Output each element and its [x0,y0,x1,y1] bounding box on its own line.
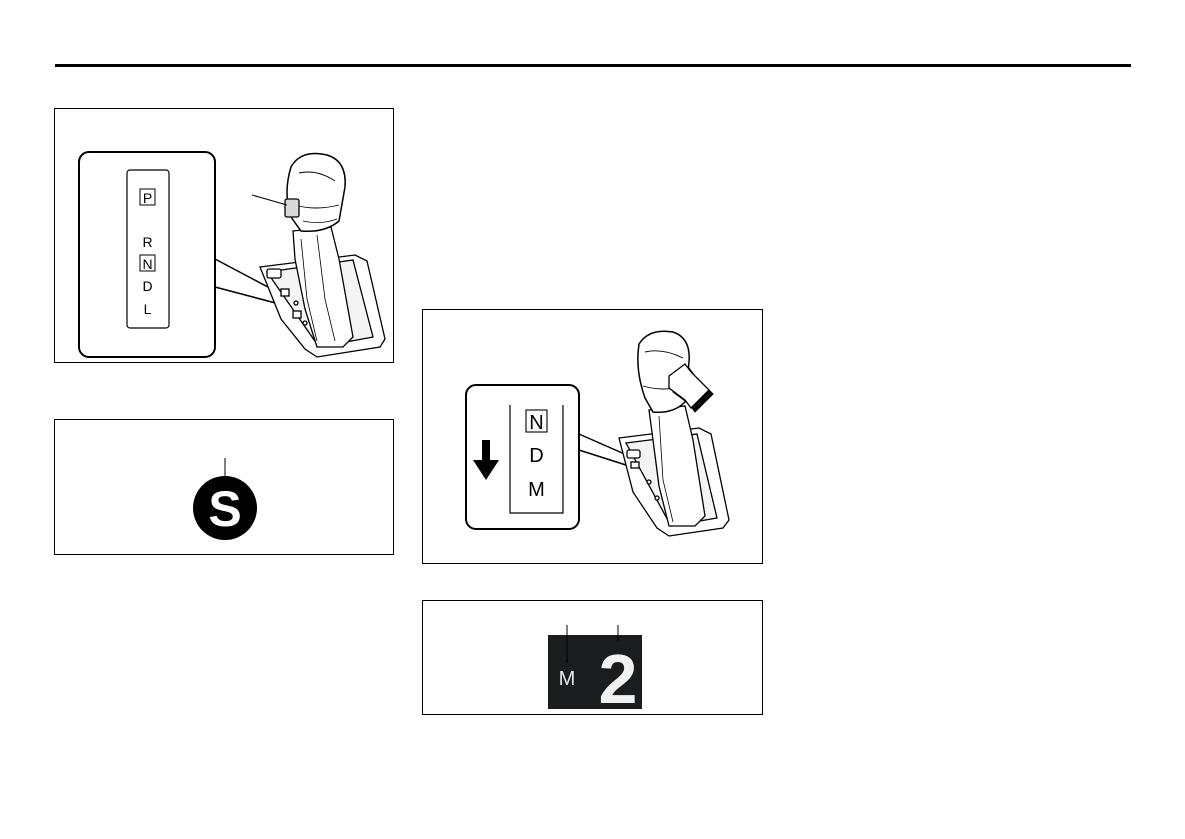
callout-line-button [252,195,287,205]
s-indicator-illustration: S [55,420,395,556]
gate-label-d: D [142,278,152,294]
lever-knob [287,154,345,232]
mode-indicator-letter: M [559,668,576,690]
gear-display-illustration: M 2 [423,601,764,716]
gate-label-n: N [529,412,543,434]
gear-position-number: 2 [599,640,638,716]
gate-label-m: M [528,479,545,501]
gate-label-l: L [144,301,152,317]
s-indicator-letter: S [208,481,241,537]
gate-label-r: R [142,234,152,250]
shift-lever-illustration: P R N D L [55,109,395,364]
gear-display-figure: M 2 [422,600,763,715]
s-indicator-figure: S [54,419,394,555]
gate-label-n: N [142,256,152,272]
manual-mode-illustration: N D M [423,310,764,565]
shift-lever-figure: P R N D L [54,108,394,363]
shift-lock-button [285,199,299,217]
gate-label-p: P [143,190,152,206]
manual-mode-figure: N D M [422,309,763,564]
header-rule [55,64,1131,67]
gate-label-d: D [529,445,543,467]
